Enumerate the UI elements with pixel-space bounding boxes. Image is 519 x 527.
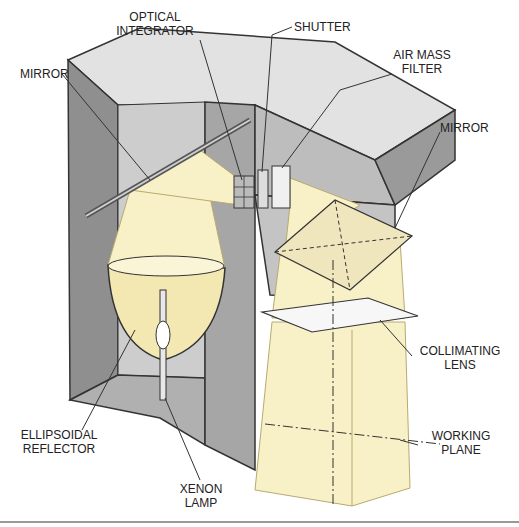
- mirror-rod: [86, 120, 250, 216]
- working-plane-line: [265, 424, 440, 444]
- leader-line: [200, 40, 242, 180]
- part-label: ELLIPSOIDAL REFLECTOR: [10, 428, 108, 456]
- leader-line: [395, 132, 440, 228]
- part-label: OPTICAL INTEGRATOR: [100, 10, 210, 38]
- fold-mirror: [275, 200, 412, 290]
- leader-line: [262, 27, 292, 172]
- leader-line: [165, 398, 200, 480]
- reflector-rim: [108, 256, 224, 276]
- optical-axis: [333, 260, 334, 505]
- lamp-bulb: [156, 321, 170, 349]
- part-label: WORKING PLANE: [416, 429, 506, 457]
- part-label: SHUTTER: [294, 20, 374, 34]
- part-label: XENON LAMP: [165, 482, 237, 510]
- leader-line: [400, 440, 418, 445]
- mirror-diagonal: [335, 200, 350, 290]
- optical-integrator: [234, 176, 254, 208]
- part-label: COLLIMATING LENS: [410, 344, 510, 372]
- air-mass-filter: [272, 166, 290, 208]
- leader-line: [282, 74, 392, 168]
- part-label: AIR MASS FILTER: [382, 48, 462, 76]
- part-label: MIRROR: [440, 121, 510, 135]
- leader-line: [62, 74, 150, 180]
- leader-line: [380, 320, 412, 356]
- collimating-lens: [262, 298, 418, 332]
- leader-lines: [62, 27, 440, 480]
- frame-rule: [0, 522, 519, 523]
- mirror-rod-highlight: [86, 120, 250, 216]
- leader-line: [82, 330, 135, 430]
- shutter: [258, 170, 268, 208]
- part-label: MIRROR: [20, 67, 80, 81]
- beam-edge: [352, 330, 353, 506]
- integrator-grid: [244, 176, 245, 208]
